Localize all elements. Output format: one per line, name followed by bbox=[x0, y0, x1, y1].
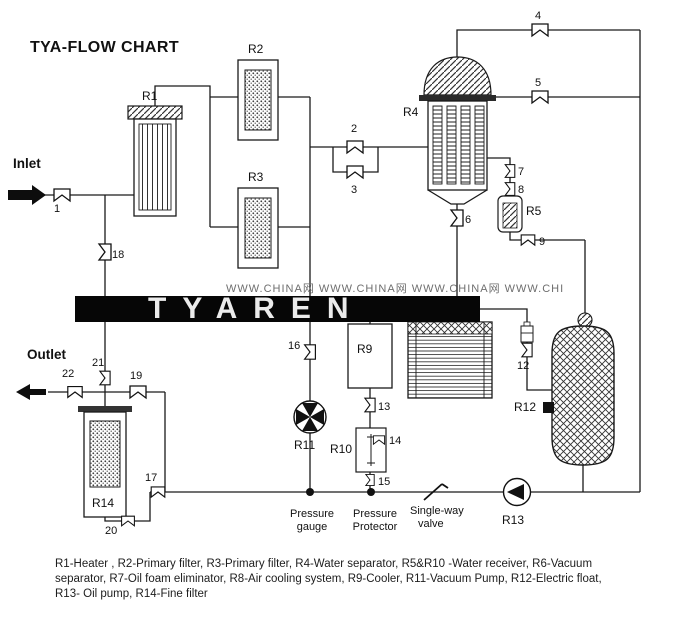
inlet-arrow-icon bbox=[8, 185, 46, 205]
valve-8-icon bbox=[504, 182, 516, 196]
valve-16-icon bbox=[304, 344, 316, 360]
r12-electric-float-icon bbox=[543, 402, 554, 413]
r6-vent-cap bbox=[577, 312, 593, 328]
valve-2-icon bbox=[346, 140, 364, 154]
watermark-band-text: TYAREN bbox=[148, 292, 365, 325]
vessel-r1-heater bbox=[127, 105, 183, 217]
legend-line-3: R13- Oil pump, R14-Fine filter bbox=[55, 588, 208, 600]
label-r3: R3 bbox=[248, 170, 264, 184]
valve-7-label: 7 bbox=[518, 166, 524, 178]
pump-blades-icon bbox=[296, 403, 324, 431]
valve-20-label: 20 bbox=[105, 525, 117, 537]
valve-6-icon bbox=[450, 209, 464, 227]
valve-1-label: 1 bbox=[54, 203, 60, 215]
pump-r11-vacuum-pump bbox=[293, 400, 327, 434]
legend-line-2: separator, R7-Oil foam eliminator, R8-Ai… bbox=[55, 573, 602, 585]
single-way-valve-label-line1: Single-way bbox=[410, 505, 464, 517]
valve-13-icon bbox=[364, 397, 376, 413]
valve-7-icon bbox=[504, 164, 516, 178]
vessel-r10-water-receiver bbox=[355, 427, 387, 473]
valve-6-label: 6 bbox=[465, 214, 471, 226]
valve-15-label: 15 bbox=[378, 476, 390, 488]
valve-17-icon bbox=[150, 486, 166, 498]
valve-5-icon bbox=[531, 90, 549, 104]
valve-8-label: 8 bbox=[518, 184, 524, 196]
valve-19-label: 19 bbox=[130, 370, 142, 382]
watermark-row-text: WWW.CHINA网 WWW.CHINA网 WWW.CHINA网 WWW.CHI bbox=[226, 283, 564, 295]
pressure-gauge-label-line2: gauge bbox=[297, 521, 328, 533]
single-way-valve-label-line2: valve bbox=[418, 518, 444, 530]
valve-2-label: 2 bbox=[351, 123, 357, 135]
valve-22-icon bbox=[67, 386, 83, 398]
vessel-r3-primary-filter bbox=[237, 187, 279, 269]
label-r14: R14 bbox=[92, 496, 114, 510]
valve-16-label: 16 bbox=[288, 340, 300, 352]
label-r9: R9 bbox=[357, 342, 373, 356]
label-r13: R13 bbox=[502, 513, 524, 527]
pressure-protector-icon bbox=[367, 488, 375, 496]
radiator-r8-air-cooling bbox=[407, 321, 493, 399]
valve-19-icon bbox=[129, 385, 147, 399]
pressure-protector-label-line2: Protector bbox=[353, 521, 398, 533]
valve-4-label: 4 bbox=[535, 10, 541, 22]
vessel-r6-vacuum-separator bbox=[543, 312, 615, 466]
vessel-r14-fine-filter bbox=[78, 406, 132, 518]
inlet-label: Inlet bbox=[13, 156, 41, 171]
vessel-r5-water-receiver bbox=[497, 195, 523, 233]
valve-9-icon bbox=[520, 234, 536, 246]
label-r11: R11 bbox=[294, 438, 315, 452]
page-title: TYA-FLOW CHART bbox=[30, 39, 179, 56]
valve-12-icon bbox=[521, 342, 533, 358]
vessel-r2-primary-filter bbox=[237, 59, 279, 141]
valve-18-icon bbox=[98, 243, 112, 261]
pressure-gauge-icon bbox=[306, 488, 314, 496]
valve-4-icon bbox=[531, 23, 549, 37]
valve-3-label: 3 bbox=[351, 184, 357, 196]
watermark: WWW.CHINA网 WWW.CHINA网 WWW.CHINA网 WWW.CHI… bbox=[75, 283, 564, 325]
valve-15-icon bbox=[365, 473, 375, 487]
vessel-r4-water-separator bbox=[419, 56, 496, 205]
legend-line-1: R1-Heater , R2-Primary filter, R3-Primar… bbox=[55, 558, 592, 570]
valve-22-label: 22 bbox=[62, 368, 74, 380]
valve-21-label: 21 bbox=[92, 357, 104, 369]
oiler-component bbox=[520, 321, 534, 343]
valve-21-icon bbox=[99, 370, 111, 386]
pump-r13-oil-pump bbox=[502, 477, 532, 507]
valve-5-label: 5 bbox=[535, 77, 541, 89]
label-r12: R12 bbox=[514, 400, 536, 414]
pressure-gauge-label-line1: Pressure bbox=[290, 508, 334, 520]
vessel-r9-cooler bbox=[347, 323, 393, 389]
pump-direction-icon bbox=[507, 484, 524, 500]
valve-12-label: 12 bbox=[517, 360, 529, 372]
valve-3-icon bbox=[346, 165, 364, 179]
valve-20-icon bbox=[121, 515, 135, 527]
valve-9-label: 9 bbox=[539, 236, 545, 248]
valve-17-label: 17 bbox=[145, 472, 157, 484]
valve-13-label: 13 bbox=[378, 401, 390, 413]
valve-1-icon bbox=[53, 188, 71, 202]
outlet-label: Outlet bbox=[27, 347, 67, 362]
single-way-valve-icon bbox=[423, 483, 449, 501]
watermark-band bbox=[75, 296, 480, 322]
label-r1: R1 bbox=[142, 89, 158, 103]
outlet-arrow-icon bbox=[16, 384, 46, 400]
valve-18-label: 18 bbox=[112, 249, 124, 261]
label-r4: R4 bbox=[403, 105, 419, 119]
label-r5: R5 bbox=[526, 204, 542, 218]
valve-14-label: 14 bbox=[389, 435, 401, 447]
pressure-protector-label-line1: Pressure bbox=[353, 508, 397, 520]
label-r10: R10 bbox=[330, 442, 352, 456]
label-r2: R2 bbox=[248, 42, 264, 56]
